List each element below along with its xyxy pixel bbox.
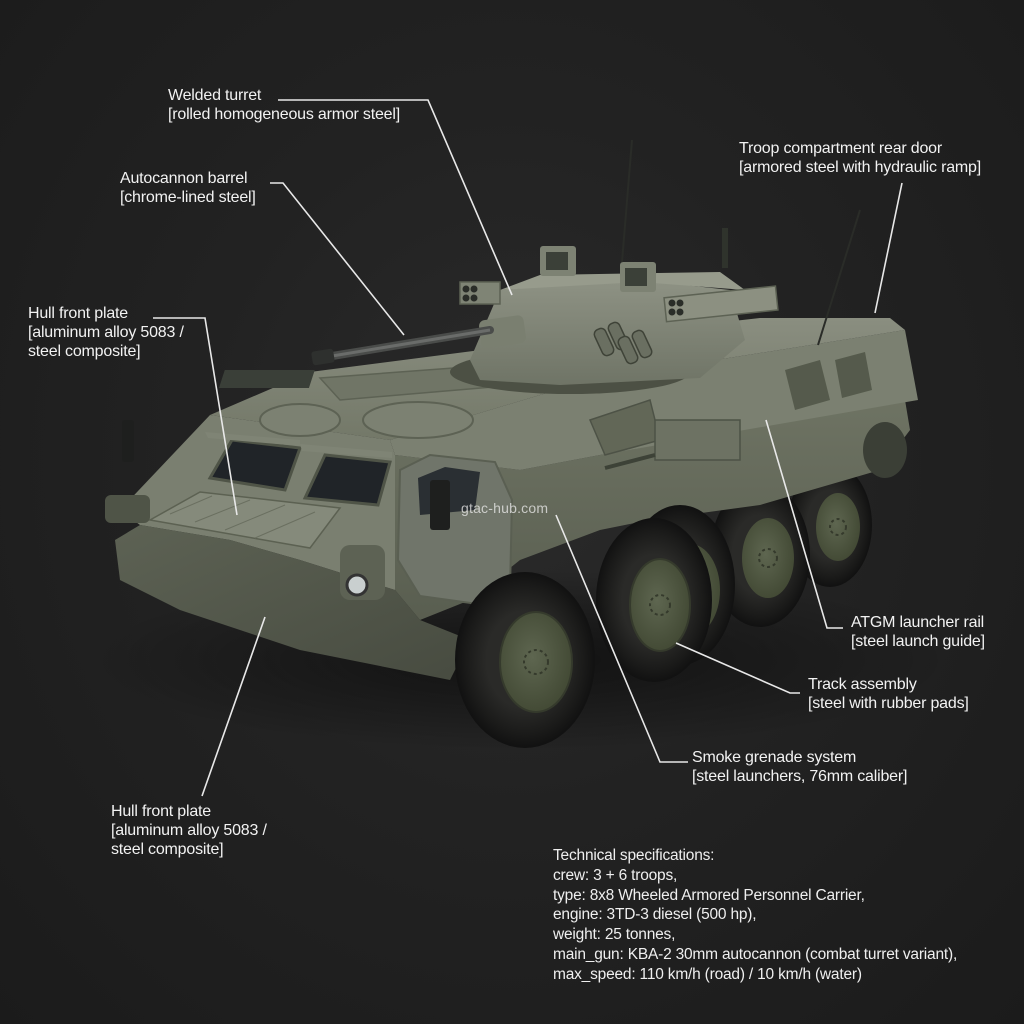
spec-weight: weight: 25 tonnes, [553,926,676,944]
callout-title: Track assembly [808,676,917,693]
callout-material-line2: steel composite] [111,841,224,858]
callout-material: [aluminum alloy 5083 / [111,822,267,839]
autocannon [311,326,494,366]
watermark: gtac-hub.com [461,500,549,516]
callout-material: [steel with rubber pads] [808,695,969,712]
front-plate-panel [147,491,342,549]
spec-type: type: 8x8 Wheeled Armored Personnel Carr… [553,886,865,904]
callout-material: [armored steel with hydraulic ramp] [739,159,981,176]
callout-title: Troop compartment rear door [739,140,942,157]
turret [450,139,861,394]
hull-front-lower [115,525,470,680]
callout-material: [aluminum alloy 5083 / [28,324,184,341]
callout-title: Autocannon barrel [120,170,248,187]
callout-autocannon-barrel: Autocannon barrel [chrome-lined steel] [120,169,256,207]
leader-lines [153,99,903,797]
technical-specifications: Technical specifications: crew: 3 + 6 tr… [553,846,957,985]
hull-upper-side [390,330,918,470]
callout-material: [steel launchers, 76mm caliber] [692,768,908,785]
callout-title: Welded turret [168,87,262,104]
spec-engine: engine: 3TD-3 diesel (500 hp), [553,906,757,924]
callout-title: ATGM launcher rail [851,614,985,631]
callout-track-assembly: Track assembly [steel with rubber pads] [808,675,969,713]
atgm-launcher [663,285,779,323]
callout-atgm-launcher-rail: ATGM launcher rail [steel launch guide] [851,613,985,651]
hull-side [395,400,910,620]
wheels-near-side [455,505,847,748]
callout-hull-front-plate-upper: Hull front plate [aluminum alloy 5083 / … [28,304,184,361]
smoke-grenade-launchers [593,321,653,365]
side-equipment [588,352,872,470]
callout-material-line2: steel composite] [28,343,141,360]
driver-vision-blocks [205,432,392,507]
callout-smoke-grenade-system: Smoke grenade system [steel launchers, 7… [692,748,907,786]
callout-title: Hull front plate [111,803,211,820]
callout-title: Smoke grenade system [692,749,857,766]
callout-hull-front-plate-lower: Hull front plate [aluminum alloy 5083 / … [111,802,267,859]
callout-troop-rear-door: Troop compartment rear door [armored ste… [739,139,981,177]
specs-heading: Technical specifications: [553,847,715,864]
callout-title: Hull front plate [28,305,128,322]
spec-main-gun: main_gun: KBA-2 30mm autocannon (combat … [553,945,958,963]
side-mirror [430,480,450,530]
spec-max-speed: max_speed: 110 km/h (road) / 10 km/h (wa… [553,965,862,983]
headlights [105,495,385,600]
spec-crew: crew: 3 + 6 troops, [553,866,678,884]
callout-material: [chrome-lined steel] [120,189,256,206]
callout-material: [steel launch guide] [851,633,985,650]
callout-material: [rolled homogeneous armor steel] [168,106,400,123]
callout-welded-turret: Welded turret [rolled homogeneous armor … [168,86,400,124]
